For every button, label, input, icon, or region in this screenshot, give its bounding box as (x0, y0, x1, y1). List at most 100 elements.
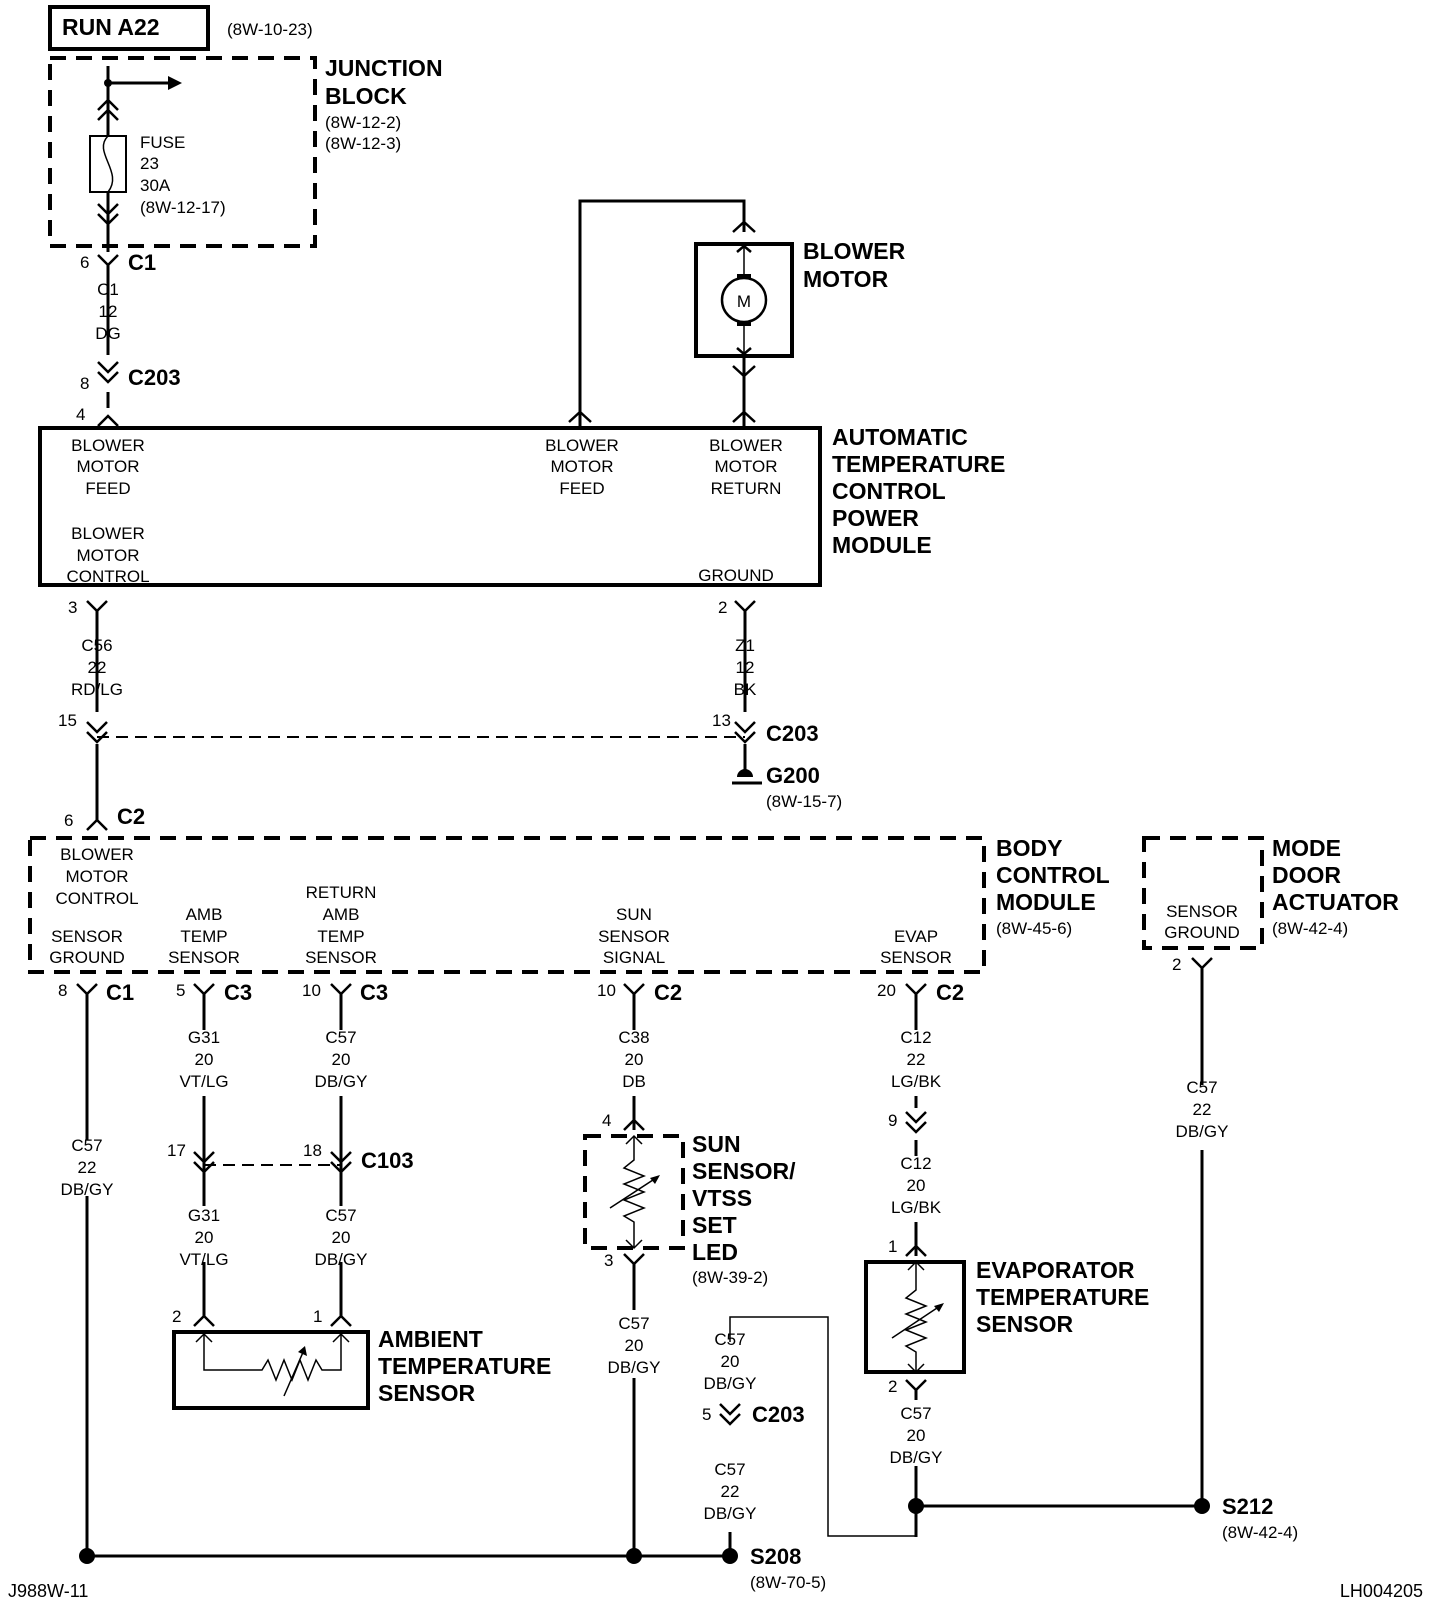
svg-text:DB/GY: DB/GY (704, 1504, 757, 1523)
wire-c57-20-evap-label: C57 20 DB/GY (890, 1404, 943, 1467)
svg-text:(8W-12-17): (8W-12-17) (140, 198, 226, 217)
connector-c103-pin-right: 18 (303, 1141, 322, 1160)
bcm-title: BODY CONTROL MODULE (996, 835, 1110, 915)
motor-symbol: M (737, 292, 751, 311)
connector-c103-icon (193, 1151, 352, 1174)
svg-text:G31: G31 (188, 1028, 220, 1047)
svg-text:GROUND: GROUND (1164, 923, 1240, 942)
svg-text:20: 20 (877, 981, 896, 1000)
svg-text:DOOR: DOOR (1272, 862, 1341, 888)
evap-sensor-slash-icon (891, 1305, 941, 1339)
svg-text:SENSOR/: SENSOR/ (692, 1158, 796, 1184)
svg-text:C57: C57 (325, 1206, 356, 1225)
svg-text:C2: C2 (936, 980, 964, 1005)
svg-text:MOTOR: MOTOR (77, 546, 140, 565)
svg-text:22: 22 (88, 658, 107, 677)
atc-power-module-box (38, 426, 822, 587)
thermistor-slash-icon (283, 1349, 305, 1397)
svg-text:20: 20 (907, 1176, 926, 1195)
evap-sensor-pin-bottom: 2 (888, 1377, 897, 1396)
bcm-pin-evap: 20 C2 (877, 980, 964, 1005)
svg-text:20: 20 (907, 1426, 926, 1445)
bcm-top-pin: 6 (64, 811, 73, 830)
sun-sensor-top-pin-icon (623, 1118, 645, 1131)
ambient-sensor-pin-left: 2 (172, 1307, 181, 1326)
connector-c1-pin-icon (97, 254, 119, 267)
svg-text:AUTOMATIC: AUTOMATIC (832, 424, 968, 450)
svg-text:DB: DB (622, 1072, 646, 1091)
splice-s212-dot (1194, 1498, 1210, 1514)
svg-text:LED: LED (692, 1239, 738, 1265)
svg-text:LG/BK: LG/BK (891, 1072, 942, 1091)
thermistor-arrow-icon (298, 1346, 307, 1356)
atc-ground-label: GROUND (698, 566, 774, 585)
svg-text:CONTROL: CONTROL (66, 567, 149, 586)
wire-c57-20-c203-label: C57 20 DB/GY (704, 1330, 757, 1393)
svg-text:POWER: POWER (832, 505, 919, 531)
atc-pin-2: 2 (718, 598, 727, 617)
blower-motor-top-pin-icon (732, 220, 756, 233)
svg-text:SUN: SUN (692, 1131, 741, 1157)
sun-sensor-inner-arrows-icon (625, 1134, 643, 1250)
footer-left-code: J988W-11 (8, 1581, 88, 1601)
sun-sensor-arrow-icon (650, 1175, 660, 1184)
connector-c1-label: C1 (128, 250, 156, 275)
ambient-sensor-title: AMBIENT TEMPERATURE SENSOR (378, 1326, 551, 1406)
svg-text:C57: C57 (714, 1330, 745, 1349)
svg-text:20: 20 (195, 1228, 214, 1247)
g200-ref: (8W-15-7) (766, 792, 842, 811)
connector-c203-bottom-icon (719, 1403, 741, 1426)
svg-text:22: 22 (78, 1158, 97, 1177)
atc-return-label: BLOWER MOTOR RETURN (709, 436, 783, 498)
sun-sensor-resistor-icon (621, 1136, 647, 1248)
evap-sensor-title: EVAPORATOR TEMPERATURE SENSOR (976, 1257, 1149, 1337)
evap-sensor-top-pin-icon (905, 1244, 927, 1257)
blower-motor-title: BLOWER MOTOR (803, 238, 906, 292)
junction-block-outline (48, 56, 317, 248)
wire-c12-22-label: C12 22 LG/BK (891, 1028, 942, 1091)
svg-text:DB/GY: DB/GY (608, 1358, 661, 1377)
bcm-pin-sun: 10 C2 (597, 980, 682, 1005)
svg-text:TEMPERATURE: TEMPERATURE (832, 451, 1005, 477)
svg-text:C12: C12 (900, 1028, 931, 1047)
svg-text:DG: DG (95, 324, 121, 343)
svg-text:AMB: AMB (186, 905, 223, 924)
svg-text:SENSOR: SENSOR (305, 948, 377, 967)
junction-block-title: JUNCTION BLOCK (325, 55, 443, 109)
connector-c203-mid-icon (86, 721, 756, 744)
sun-sensor-pin-top: 4 (602, 1111, 611, 1130)
svg-text:SIGNAL: SIGNAL (603, 948, 665, 967)
svg-text:MOTOR: MOTOR (715, 457, 778, 476)
wire-c57-thin-return (729, 1316, 917, 1537)
svg-text:SENSOR: SENSOR (168, 948, 240, 967)
connector-c103-pin-left: 17 (167, 1141, 186, 1160)
fuse-label: FUSE 23 30A (8W-12-17) (140, 133, 226, 217)
blower-motor-inner-arrows-icon (736, 244, 752, 356)
mode-door-pin-icon (1191, 957, 1213, 970)
svg-text:12: 12 (736, 658, 755, 677)
svg-text:MOTOR: MOTOR (66, 867, 129, 886)
wire-g31-bottom-label: G31 20 VT/LG (179, 1206, 228, 1269)
connector-c203-mid-label: C203 (766, 721, 819, 746)
svg-text:C38: C38 (618, 1028, 649, 1047)
svg-text:TEMP: TEMP (180, 927, 227, 946)
svg-text:TEMPERATURE: TEMPERATURE (378, 1353, 551, 1379)
ambient-sensor-box (172, 1330, 370, 1410)
connector-c203-top-icon (97, 361, 119, 384)
svg-text:EVAPORATOR: EVAPORATOR (976, 1257, 1135, 1283)
atc-feed-mid-label: BLOWER MOTOR FEED (545, 436, 619, 498)
svg-text:VT/LG: VT/LG (179, 1072, 228, 1091)
sun-sensor-slash-icon (609, 1177, 657, 1209)
mode-door-sensor-ground-label: SENSOR GROUND (1164, 902, 1240, 942)
sun-sensor-pin-bottom: 3 (604, 1251, 613, 1270)
svg-text:SET: SET (692, 1212, 737, 1238)
splice-sun-dot (626, 1548, 642, 1564)
svg-text:RETURN: RETURN (711, 479, 782, 498)
atc-feed-left-label: BLOWER MOTOR FEED (71, 436, 145, 498)
svg-text:C56: C56 (81, 636, 112, 655)
wire-z1-label: Z1 12 BK (734, 636, 757, 699)
bcm-top-connector: C2 (117, 804, 145, 829)
svg-text:SENSOR: SENSOR (880, 948, 952, 967)
splice-left-dot (79, 1548, 95, 1564)
splice-evap-dot (908, 1498, 924, 1514)
